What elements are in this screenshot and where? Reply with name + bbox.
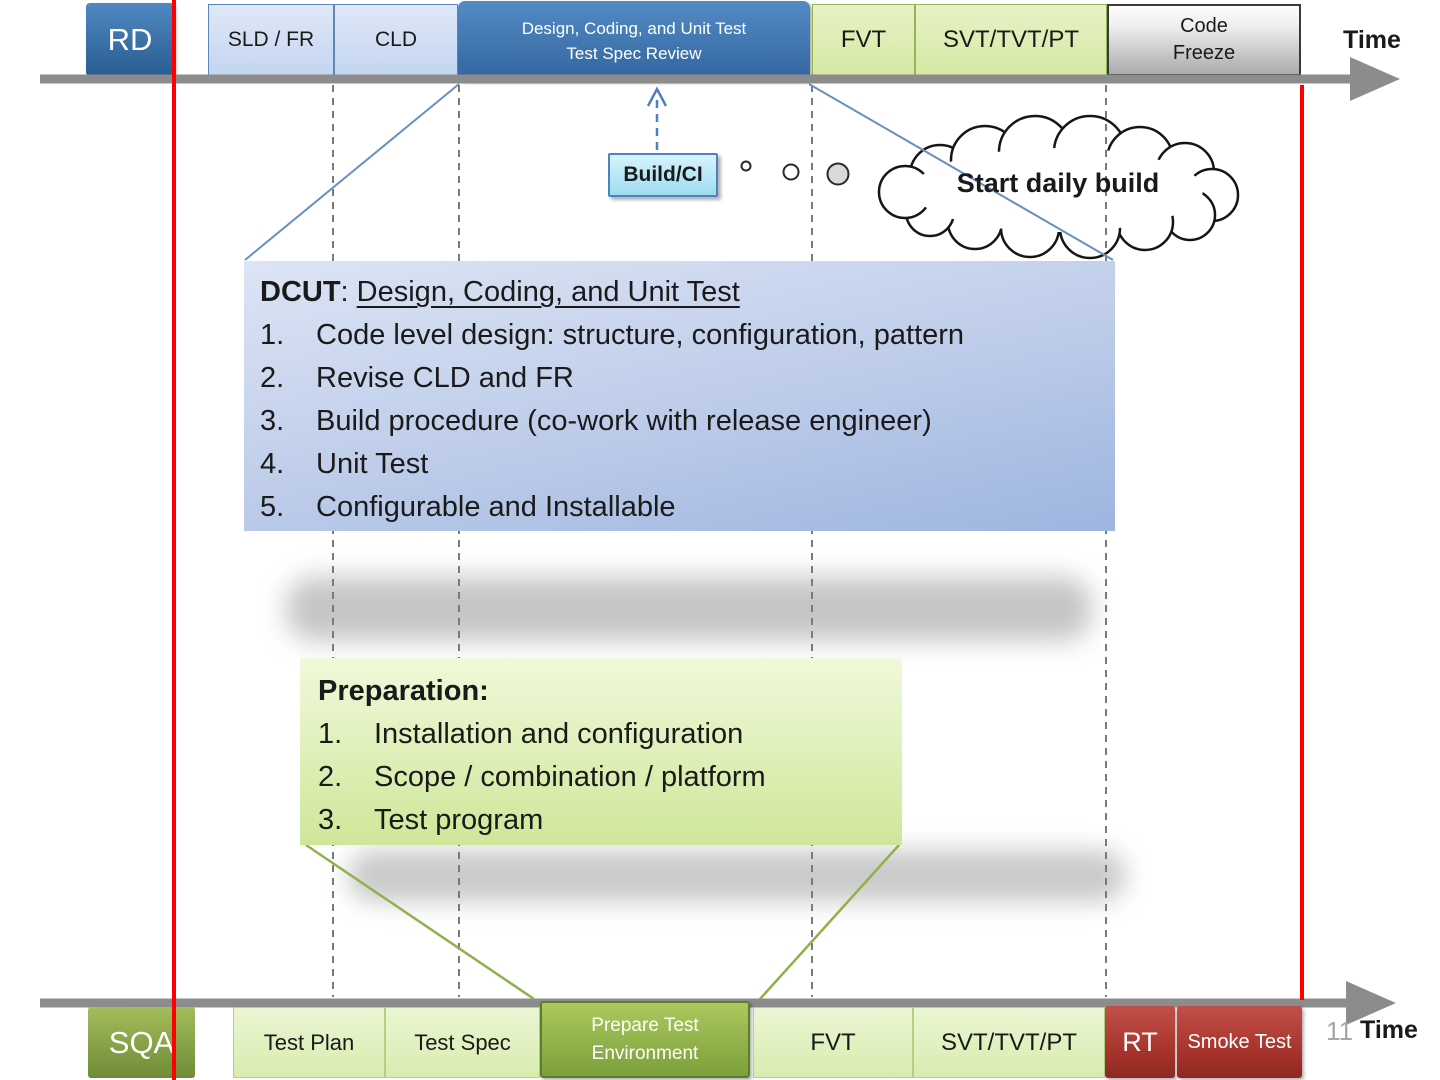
sqa-lane-label: SQA <box>88 1007 195 1078</box>
dcut-note-item: 1. Code level design: structure, configu… <box>260 319 965 351</box>
phase-sld-fr: SLD / FR <box>208 4 334 76</box>
dcut-note-item: 2. Revise CLD and FR <box>260 362 574 394</box>
time-label-bottom: Time <box>1360 1016 1418 1044</box>
phase-smoke-test: Smoke Test <box>1177 1006 1302 1078</box>
dcut-note: DCUT: Design, Coding, and Unit Test 1. C… <box>244 261 1115 531</box>
preparation-connector-right <box>759 844 900 1000</box>
milestone-line-code-freeze <box>1300 85 1304 1000</box>
dcut-note-item: 5. Configurable and Installable <box>260 491 676 523</box>
preparation-note-title: Preparation: <box>318 675 489 707</box>
preparation-note-item: 3. Test program <box>318 804 544 836</box>
phase-cld: CLD <box>334 4 458 76</box>
rd-lane-label: RD <box>86 3 174 76</box>
phase-svt-tvt-pt-top: SVT/TVT/PT <box>915 4 1107 76</box>
thought-bubble-large <box>826 162 850 186</box>
phase-prepare-test-environment: Prepare Test Environment <box>540 1001 750 1078</box>
phase-fvt-bottom: FVT <box>753 1007 913 1078</box>
dcut-note-item: 4. Unit Test <box>260 448 429 480</box>
dcut-note-item: 3. Build procedure (co-work with release… <box>260 405 932 437</box>
daily-build-cloud <box>877 114 1240 260</box>
dcut-note-title: DCUT: Design, Coding, and Unit Test <box>260 276 740 308</box>
thought-bubble-small <box>740 160 752 172</box>
preparation-note-list: 1. Installation and configuration 2. Sco… <box>318 713 902 842</box>
dcut-connector-left <box>244 83 460 261</box>
milestone-line-start <box>172 0 176 1080</box>
dcut-note-shadow <box>286 577 1092 641</box>
phase-rt: RT <box>1105 1006 1175 1078</box>
phase-code-freeze: Code Freeze <box>1107 4 1301 76</box>
preparation-note: Preparation: 1. Installation and configu… <box>300 658 902 845</box>
cloud-label: Start daily build <box>956 168 1160 198</box>
thought-bubble-medium <box>782 163 800 181</box>
preparation-note-item: 2. Scope / combination / platform <box>318 761 766 793</box>
timeline-top-arrowhead <box>1350 57 1400 101</box>
dcut-connector-right <box>808 83 1114 261</box>
build-arrow-head <box>646 86 668 107</box>
phase-test-plan: Test Plan <box>233 1007 385 1078</box>
phase-test-spec: Test Spec <box>385 1007 540 1078</box>
timeline-bottom-arrowhead <box>1346 981 1396 1025</box>
preparation-connector-left <box>305 843 535 1001</box>
time-label-top: Time <box>1343 26 1401 54</box>
preparation-note-item: 1. Installation and configuration <box>318 718 744 750</box>
phase-svt-tvt-pt-bottom: SVT/TVT/PT <box>913 1007 1105 1078</box>
phase-design-coding-unit-test: Design, Coding, and Unit Test Test Spec … <box>458 1 810 81</box>
build-ci-box: Build/CI <box>608 153 718 197</box>
preparation-note-shadow <box>348 850 1126 902</box>
phase-fvt-top: FVT <box>812 4 915 76</box>
page-number: 11 <box>1326 1016 1353 1046</box>
dcut-note-list: 1. Code level design: structure, configu… <box>260 314 1115 529</box>
